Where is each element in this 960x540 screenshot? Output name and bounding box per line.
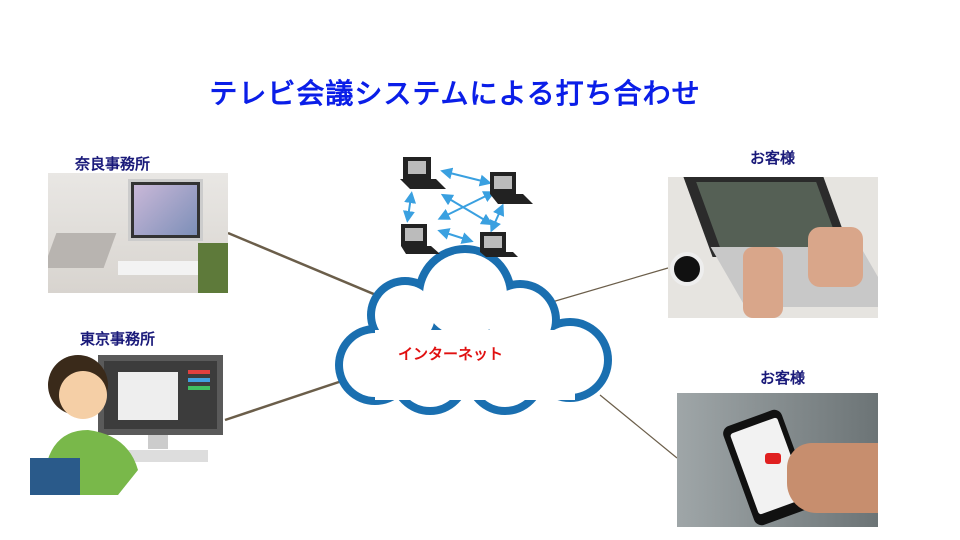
- nara-office-photo: [48, 173, 228, 293]
- nara-office-label: 奈良事務所: [75, 153, 150, 174]
- line-tokyo: [225, 380, 345, 420]
- laptop-icon: [400, 157, 533, 257]
- internet-cloud-icon: [330, 240, 620, 420]
- internet-label: インターネット: [398, 343, 503, 364]
- customer2-label: お客様: [760, 367, 805, 388]
- tokyo-office-label: 東京事務所: [80, 328, 155, 349]
- tokyo-office-illustration: [28, 350, 228, 495]
- customer1-label: お客様: [750, 147, 795, 168]
- laptops-network-icon: [398, 152, 543, 257]
- play-icon: [765, 453, 781, 464]
- customer1-photo: [668, 177, 878, 318]
- customer2-photo: [677, 393, 878, 527]
